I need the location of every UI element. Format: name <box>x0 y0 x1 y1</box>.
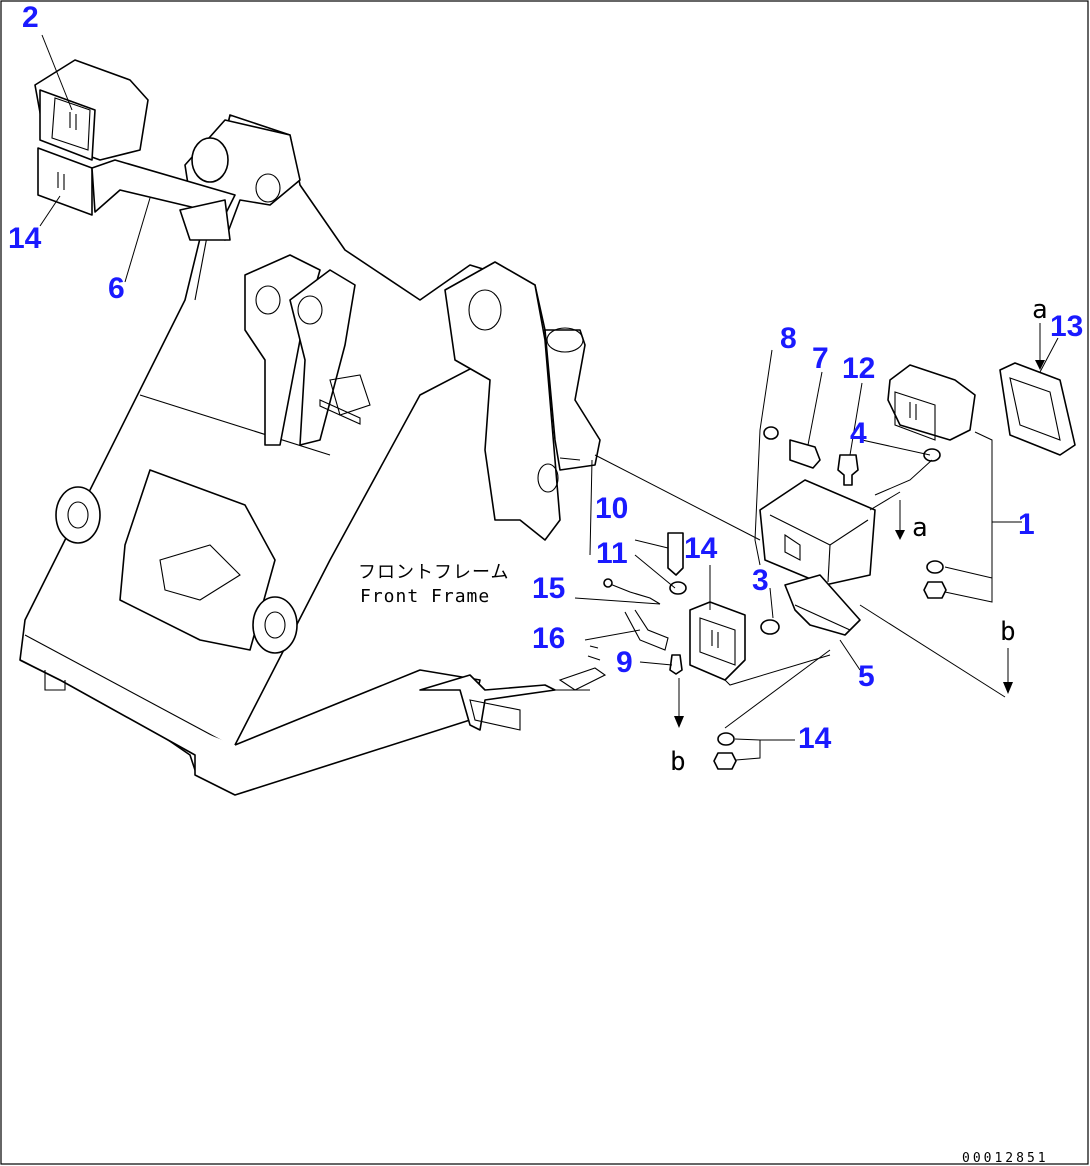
lamp-guard <box>999 362 1076 456</box>
view-ref-b-right: b <box>1000 617 1016 647</box>
lamp-bracket <box>759 479 876 586</box>
callout-7: 7 <box>812 342 829 375</box>
front-frame <box>19 114 601 796</box>
callout-12: 12 <box>842 352 875 385</box>
document-number: 00012851 <box>962 1151 1049 1166</box>
right-lamp-set <box>759 362 1076 599</box>
view-ref-b-bottom: b <box>670 747 686 777</box>
lower-lamp-set <box>558 532 861 770</box>
callout-3: 3 <box>752 564 769 597</box>
arrow-heads <box>674 360 1045 728</box>
caption-japanese: フロントフレーム <box>358 562 509 583</box>
callout-15: 15 <box>532 572 565 605</box>
caption-english: Front Frame <box>360 586 490 607</box>
view-ref-a-top: a <box>1032 295 1048 325</box>
callout-14-bottom: 14 <box>798 722 832 755</box>
boss-left <box>55 486 101 544</box>
callout-1: 1 <box>1018 508 1035 541</box>
callout-14-center: 14 <box>684 532 718 565</box>
callout-5: 5 <box>858 660 875 693</box>
arrow-b-right <box>1003 682 1013 694</box>
callout-4: 4 <box>850 417 867 450</box>
callout-6: 6 <box>108 272 125 305</box>
callout-10: 10 <box>595 492 628 525</box>
callout-13: 13 <box>1050 310 1083 343</box>
callout-9: 9 <box>616 646 633 679</box>
callout-16: 16 <box>532 622 565 655</box>
boss-lower <box>252 596 298 654</box>
arrow-a-mid <box>895 530 905 540</box>
view-ref-a-mid: a <box>912 513 928 543</box>
callout-14-left: 14 <box>8 222 42 255</box>
lamp-front-right <box>887 364 976 441</box>
left-lamp-assembly <box>34 59 236 241</box>
arrow-a-top <box>1035 360 1045 370</box>
callout-8: 8 <box>780 322 797 355</box>
leader-lines <box>39 34 1059 761</box>
callout-11: 11 <box>596 537 628 570</box>
arrow-b-bottom <box>674 716 684 728</box>
callout-2: 2 <box>22 1 39 34</box>
